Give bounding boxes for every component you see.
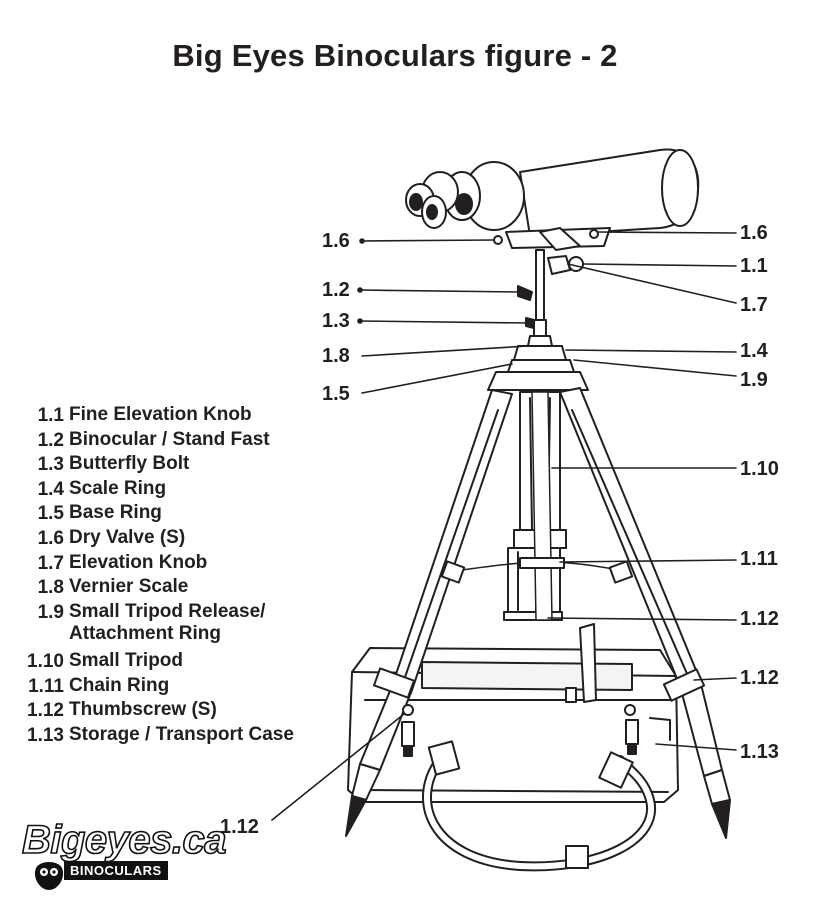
callout-thumbscrew-bottom: 1.12 [220, 816, 259, 838]
callout-dry-valve-left: 1.6 [322, 230, 350, 252]
leader-1.6-left [361, 239, 495, 242]
legend-number: 1.9 [37, 601, 64, 623]
legend-label: Chain Ring [69, 674, 170, 696]
thumbscrew-drawing [401, 704, 639, 757]
callout-scale-ring: 1.4 [740, 340, 768, 362]
storage-case-drawing [347, 623, 679, 803]
legend-number: 1.2 [37, 429, 64, 451]
callout-dry-valve-right: 1.6 [740, 222, 768, 244]
leader-1.7 [567, 263, 737, 304]
legend-label: Thumbscrew (S) [69, 699, 217, 721]
binoculars-drawing [405, 148, 700, 251]
legend-label: Base Ring [69, 502, 162, 524]
callout-base-ring: 1.5 [322, 383, 350, 405]
leader-1.9 [573, 359, 737, 377]
legend-label: Storage / Transport Case [69, 723, 294, 745]
callout-thumbscrew-right: 1.12 [740, 667, 779, 689]
legend-number: 1.7 [37, 552, 64, 574]
callout-vernier-scale: 1.8 [322, 345, 350, 367]
legend-label: Scale Ring [69, 477, 167, 499]
legend-label: Small Tripod Release/ Attachment Ring [69, 600, 266, 644]
legend-label: Dry Valve (S) [69, 526, 186, 548]
legend-number: 1.12 [27, 700, 64, 722]
legend-number: 1.1 [37, 405, 64, 426]
logo-wordmark: Bigeyes.ca [21, 818, 227, 862]
legend-number: 1.10 [27, 651, 64, 672]
leader-1.3 [359, 320, 529, 324]
leader-1.13 [655, 743, 737, 751]
legend-number: 1.8 [37, 577, 64, 599]
legend-number: 1.5 [37, 503, 64, 525]
legend-label: Fine Elevation Knob [69, 404, 252, 425]
case-strap-drawing [422, 740, 657, 872]
callout-chain-ring: 1.11 [740, 548, 778, 570]
callout-elevation-knob: 1.7 [740, 294, 768, 316]
callout-thumbscrew-upper: 1.12 [740, 608, 779, 630]
legend-number: 1.3 [37, 454, 64, 476]
callout-case: 1.13 [740, 741, 779, 763]
leader-1.5 [361, 363, 513, 394]
legend-label: Elevation Knob [69, 551, 208, 573]
legend-number: 1.11 [28, 675, 64, 697]
callout-tripod-release-ring: 1.9 [740, 369, 768, 391]
leader-1.12-upper [547, 617, 737, 621]
legend-label: Binocular / Stand Fast [69, 428, 270, 450]
leader-1.2 [359, 289, 519, 293]
leader-1.8 [361, 345, 529, 357]
leader-1.12-bottom [271, 713, 405, 821]
leader-1.11 [559, 559, 737, 563]
legend-label: Vernier Scale [69, 576, 189, 598]
leader-1.6-right [597, 231, 737, 234]
bigeyes-logo: Bigeyes.ca BINOCULARS [21, 819, 227, 892]
leader-1.4 [565, 349, 737, 353]
legend-number: 1.6 [37, 527, 64, 549]
leader-lines [271, 231, 737, 821]
callout-butterfly-bolt: 1.3 [322, 310, 350, 332]
owl-icon [34, 862, 64, 890]
legend-number: 1.4 [37, 478, 64, 500]
legend-label: Butterfly Bolt [69, 453, 190, 475]
legend-label: Small Tripod [69, 650, 184, 671]
main-tripod-drawing [345, 371, 731, 839]
leader-1.1 [583, 263, 737, 267]
legend-number: 1.13 [27, 724, 64, 746]
callout-small-tripod: 1.10 [740, 458, 779, 480]
callout-stand-fast: 1.2 [322, 279, 350, 301]
logo-subtitle: BINOCULARS [64, 861, 168, 880]
callout-fine-elevation-knob: 1.1 [740, 255, 768, 277]
leader-1.12-right [693, 677, 737, 681]
figure-title: Big Eyes Binoculars figure - 2 [172, 38, 618, 73]
mount-post-drawing [507, 249, 584, 373]
